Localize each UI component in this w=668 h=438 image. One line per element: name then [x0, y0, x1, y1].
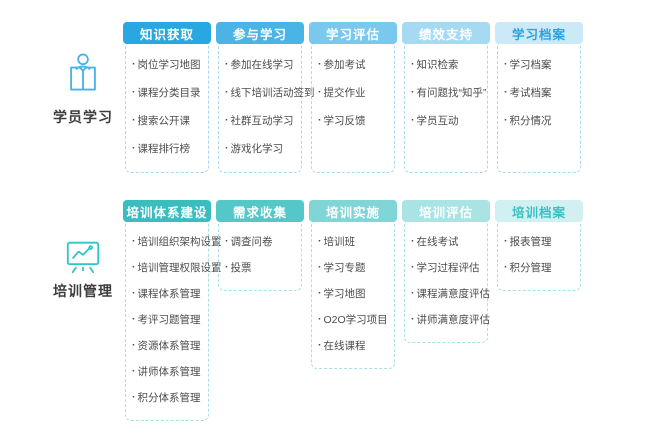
- feature-column: 需求收集调查问卷投票: [216, 200, 304, 291]
- feature-item: 学习反馈: [318, 106, 391, 134]
- column-group-student-learning: 知识获取岗位学习地图课程分类目录搜索公开课课程排行榜参与学习参加在线学习线下培训…: [123, 22, 583, 173]
- feature-item: 讲师满意度评估: [411, 306, 491, 332]
- feature-item: 岗位学习地图: [132, 50, 205, 78]
- feature-item: 积分情况: [504, 106, 577, 134]
- column-header: 参与学习: [216, 22, 304, 44]
- column-header: 培训实施: [309, 200, 397, 222]
- feature-item: 培训组织架构设置: [132, 228, 222, 254]
- column-header: 培训档案: [495, 200, 583, 222]
- group-title: 培训管理: [53, 283, 113, 299]
- feature-item: 课程排行榜: [132, 134, 205, 162]
- column-header: 学习评估: [309, 22, 397, 44]
- column-header: 知识获取: [123, 22, 211, 44]
- column-card: 培训班学习专题学习地图O2O学习项目在线课程: [311, 219, 395, 369]
- feature-column: 知识获取岗位学习地图课程分类目录搜索公开课课程排行榜: [123, 22, 211, 173]
- feature-item: 学习过程评估: [411, 254, 484, 280]
- column-group-training-management: 培训体系建设培训组织架构设置培训管理权限设置课程体系管理考评习题管理资源体系管理…: [123, 200, 583, 421]
- feature-column: 培训评估在线考试学习过程评估课程满意度评估讲师满意度评估: [402, 200, 490, 343]
- feature-column: 培训体系建设培训组织架构设置培训管理权限设置课程体系管理考评习题管理资源体系管理…: [123, 200, 222, 421]
- feature-item: 讲师体系管理: [132, 358, 205, 384]
- group-label-student-learning: 学员学习: [44, 52, 122, 127]
- column-card: 培训组织架构设置培训管理权限设置课程体系管理考评习题管理资源体系管理讲师体系管理…: [125, 219, 222, 421]
- feature-item: 课程满意度评估: [411, 280, 491, 306]
- feature-item: 社群互动学习: [225, 106, 298, 134]
- column-card: 知识检索有问题找“知乎”学员互动: [404, 41, 488, 173]
- feature-column: 绩效支持知识检索有问题找“知乎”学员互动: [402, 22, 490, 173]
- feature-column: 学习档案学习档案考试档案积分情况: [495, 22, 583, 173]
- column-card: 参加考试提交作业学习反馈: [311, 41, 395, 173]
- column-header: 绩效支持: [402, 22, 490, 44]
- feature-item: 积分管理: [504, 254, 577, 280]
- column-card: 岗位学习地图课程分类目录搜索公开课课程排行榜: [125, 41, 209, 173]
- feature-item: 游戏化学习: [225, 134, 298, 162]
- feature-item: 投票: [225, 254, 298, 280]
- feature-column: 参与学习参加在线学习线下培训活动签到社群互动学习游戏化学习: [216, 22, 315, 173]
- feature-column: 培训档案报表管理积分管理: [495, 200, 583, 291]
- column-header: 学习档案: [495, 22, 583, 44]
- feature-item: 有问题找“知乎”: [411, 78, 487, 106]
- feature-item: O2O学习项目: [318, 306, 391, 332]
- group-label-training-management: 培训管理: [44, 240, 122, 301]
- feature-item: 提交作业: [318, 78, 391, 106]
- column-card: 报表管理积分管理: [497, 219, 581, 291]
- column-card: 调查问卷投票: [218, 219, 302, 291]
- feature-item: 线下培训活动签到: [225, 78, 315, 106]
- column-card: 参加在线学习线下培训活动签到社群互动学习游戏化学习: [218, 41, 315, 173]
- feature-item: 培训班: [318, 228, 391, 254]
- feature-item: 积分体系管理: [132, 384, 205, 410]
- feature-item: 调查问卷: [225, 228, 298, 254]
- feature-item: 搜索公开课: [132, 106, 205, 134]
- feature-item: 参加考试: [318, 50, 391, 78]
- feature-item: 在线考试: [411, 228, 484, 254]
- feature-item: 在线课程: [318, 332, 391, 358]
- column-card: 在线考试学习过程评估课程满意度评估讲师满意度评估: [404, 219, 491, 343]
- feature-item: 学习专题: [318, 254, 391, 280]
- feature-item: 报表管理: [504, 228, 577, 254]
- presentation-chart-icon: [66, 241, 100, 274]
- column-header: 需求收集: [216, 200, 304, 222]
- column-card: 学习档案考试档案积分情况: [497, 41, 581, 173]
- feature-item: 学员互动: [411, 106, 484, 134]
- feature-item: 资源体系管理: [132, 332, 205, 358]
- group-title: 学员学习: [53, 109, 113, 125]
- feature-column: 培训实施培训班学习专题学习地图O2O学习项目在线课程: [309, 200, 397, 369]
- feature-item: 考评习题管理: [132, 306, 205, 332]
- feature-item: 参加在线学习: [225, 50, 298, 78]
- feature-item: 课程体系管理: [132, 280, 205, 306]
- feature-column: 学习评估参加考试提交作业学习反馈: [309, 22, 397, 173]
- feature-item: 学习档案: [504, 50, 577, 78]
- feature-item: 考试档案: [504, 78, 577, 106]
- column-header: 培训评估: [402, 200, 490, 222]
- feature-item: 培训管理权限设置: [132, 254, 222, 280]
- person-reading-book-icon: [70, 53, 96, 91]
- feature-item: 课程分类目录: [132, 78, 205, 106]
- feature-item: 学习地图: [318, 280, 391, 306]
- column-header: 培训体系建设: [123, 200, 211, 222]
- feature-item: 知识检索: [411, 50, 484, 78]
